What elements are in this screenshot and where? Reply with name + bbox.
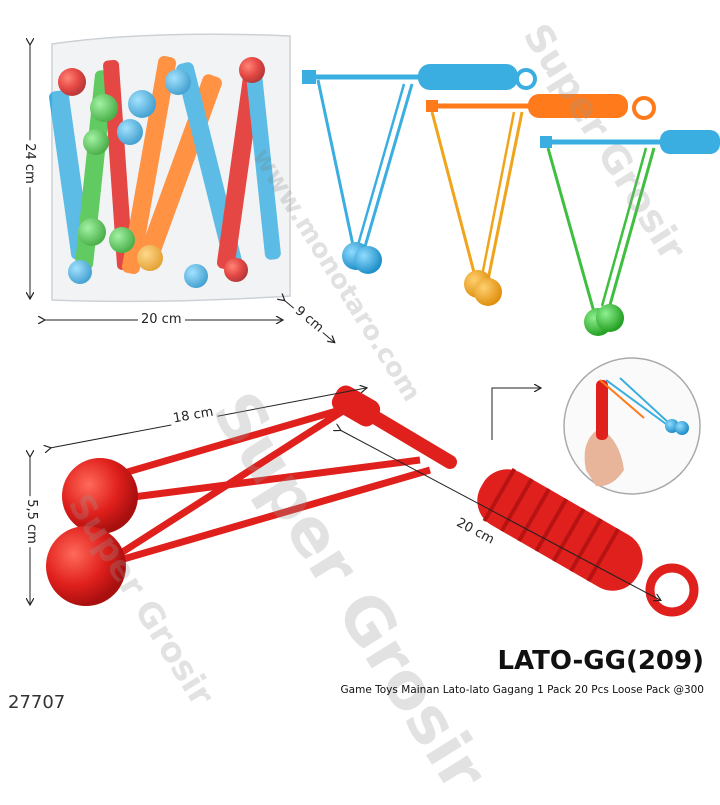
toy-blue	[302, 64, 537, 274]
product-description: Game Toys Mainan Lato-lato Gagang 1 Pack…	[340, 684, 704, 696]
inset-pointer-arrow	[491, 388, 540, 440]
toy-green	[540, 130, 720, 336]
bag-width-label: 20 cm	[138, 312, 185, 327]
product-code: LATO-GG(209)	[497, 646, 704, 676]
handle-length-arrow	[340, 430, 660, 600]
bag-height-label: 24 cm	[21, 140, 37, 187]
ball-size-label: 5,5 cm	[23, 496, 39, 547]
packaged-bag	[49, 33, 291, 303]
toy-orange	[426, 94, 656, 306]
product-illustration	[0, 33, 720, 617]
catalog-number: 27707	[8, 692, 66, 713]
product-photo: 24 cm 20 cm 9 cm 18 cm 5,5 cm 20 cm Supe…	[0, 16, 720, 805]
usage-inset	[491, 357, 701, 495]
